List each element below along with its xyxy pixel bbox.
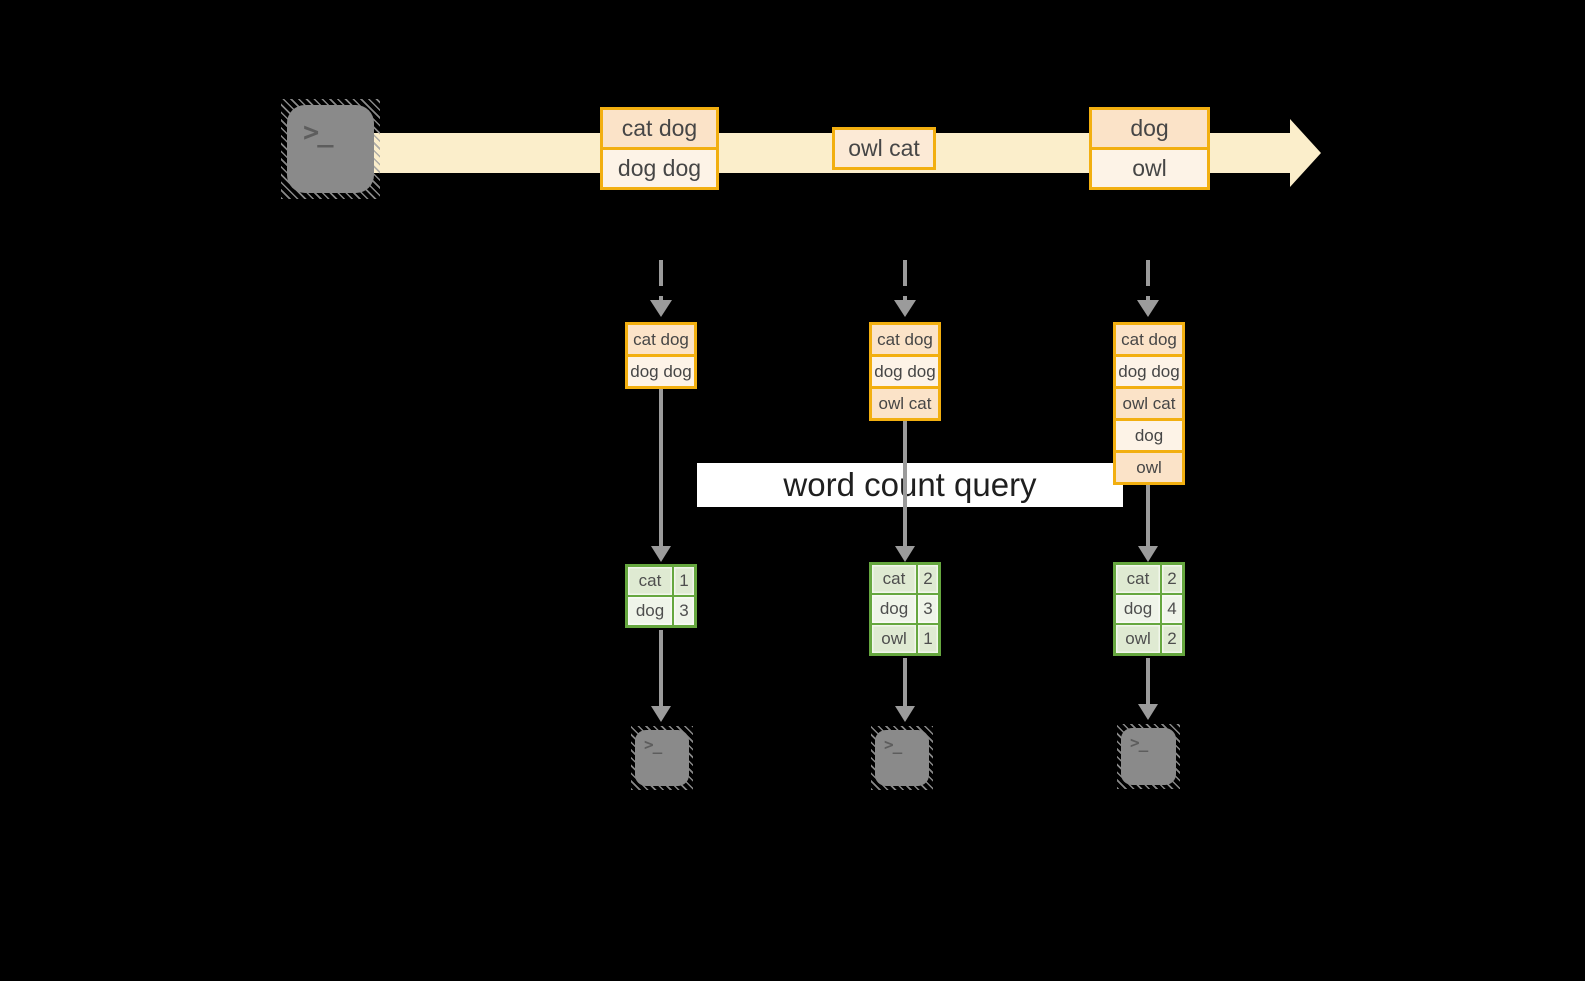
down-arrow-dashed-icon	[659, 260, 663, 302]
down-arrow-line-icon	[1146, 658, 1150, 704]
count-value: 2	[918, 565, 938, 593]
count-word: cat	[628, 567, 672, 595]
event-row: owl cat	[1116, 386, 1182, 418]
terminal-screen: >_	[1121, 728, 1176, 785]
event-row: cat dog	[1116, 325, 1182, 354]
event-row: dog dog	[1116, 354, 1182, 386]
count-word: dog	[872, 595, 916, 623]
stream-event-box-2: owl cat	[832, 127, 936, 170]
stream-event: owl	[1092, 147, 1207, 187]
down-arrow-dashed-icon	[1146, 260, 1150, 302]
event-row: owl	[1116, 450, 1182, 482]
down-arrow-line-icon	[659, 388, 663, 546]
count-value: 1	[674, 567, 694, 595]
count-word: cat	[872, 565, 916, 593]
event-row: owl cat	[872, 386, 938, 418]
event-stack-1: cat dog dog dog	[625, 322, 697, 389]
terminal-screen: >_	[287, 105, 374, 193]
count-value: 3	[918, 595, 938, 623]
terminal-prompt-icon: >_	[644, 735, 662, 754]
consumer-terminal-icon-3: >_	[1117, 724, 1180, 789]
terminal-prompt-icon: >_	[303, 117, 333, 148]
stream-event-box-3: dog owl	[1089, 107, 1210, 190]
consumer-terminal-icon-2: >_	[871, 726, 933, 790]
count-value: 1	[918, 625, 938, 653]
count-table-1: cat 1 dog 3	[625, 564, 697, 628]
count-value: 2	[1162, 625, 1182, 653]
down-arrowhead-icon	[651, 546, 671, 562]
count-value: 4	[1162, 595, 1182, 623]
event-row: cat dog	[628, 325, 694, 354]
down-arrowhead-icon	[895, 546, 915, 562]
down-arrowhead-icon	[1137, 300, 1159, 317]
down-arrow-line-icon	[903, 420, 907, 546]
event-row: dog dog	[872, 354, 938, 386]
stream-event: owl cat	[835, 130, 933, 167]
consumer-terminal-icon-1: >_	[631, 726, 693, 790]
terminal-screen: >_	[875, 730, 929, 786]
count-word: owl	[872, 625, 916, 653]
down-arrowhead-icon	[895, 706, 915, 722]
count-word: dog	[628, 597, 672, 625]
down-arrow-line-icon	[659, 630, 663, 706]
stream-event: dog dog	[603, 147, 716, 187]
count-table-2: cat 2 dog 3 owl 1	[869, 562, 941, 656]
event-row: dog dog	[628, 354, 694, 386]
event-stack-2: cat dog dog dog owl cat	[869, 322, 941, 421]
down-arrow-line-icon	[903, 658, 907, 706]
down-arrowhead-icon	[650, 300, 672, 317]
stream-event: cat dog	[603, 110, 716, 147]
down-arrow-dashed-icon	[903, 260, 907, 302]
count-word: dog	[1116, 595, 1160, 623]
count-value: 3	[674, 597, 694, 625]
terminal-prompt-icon: >_	[1130, 733, 1148, 752]
stream-arrow-head-icon	[1290, 119, 1321, 187]
stream-event-box-1: cat dog dog dog	[600, 107, 719, 190]
down-arrow-line-icon	[1146, 484, 1150, 546]
terminal-prompt-icon: >_	[884, 735, 902, 754]
producer-terminal-icon: >_	[281, 99, 380, 199]
down-arrowhead-icon	[1138, 704, 1158, 720]
down-arrowhead-icon	[651, 706, 671, 722]
count-word: owl	[1116, 625, 1160, 653]
stream-event: dog	[1092, 110, 1207, 147]
event-stack-3: cat dog dog dog owl cat dog owl	[1113, 322, 1185, 485]
query-label: word count query	[697, 463, 1123, 507]
count-value: 2	[1162, 565, 1182, 593]
terminal-screen: >_	[635, 730, 689, 786]
event-row: dog	[1116, 418, 1182, 450]
event-row: cat dog	[872, 325, 938, 354]
down-arrowhead-icon	[1138, 546, 1158, 562]
count-word: cat	[1116, 565, 1160, 593]
count-table-3: cat 2 dog 4 owl 2	[1113, 562, 1185, 656]
down-arrowhead-icon	[894, 300, 916, 317]
